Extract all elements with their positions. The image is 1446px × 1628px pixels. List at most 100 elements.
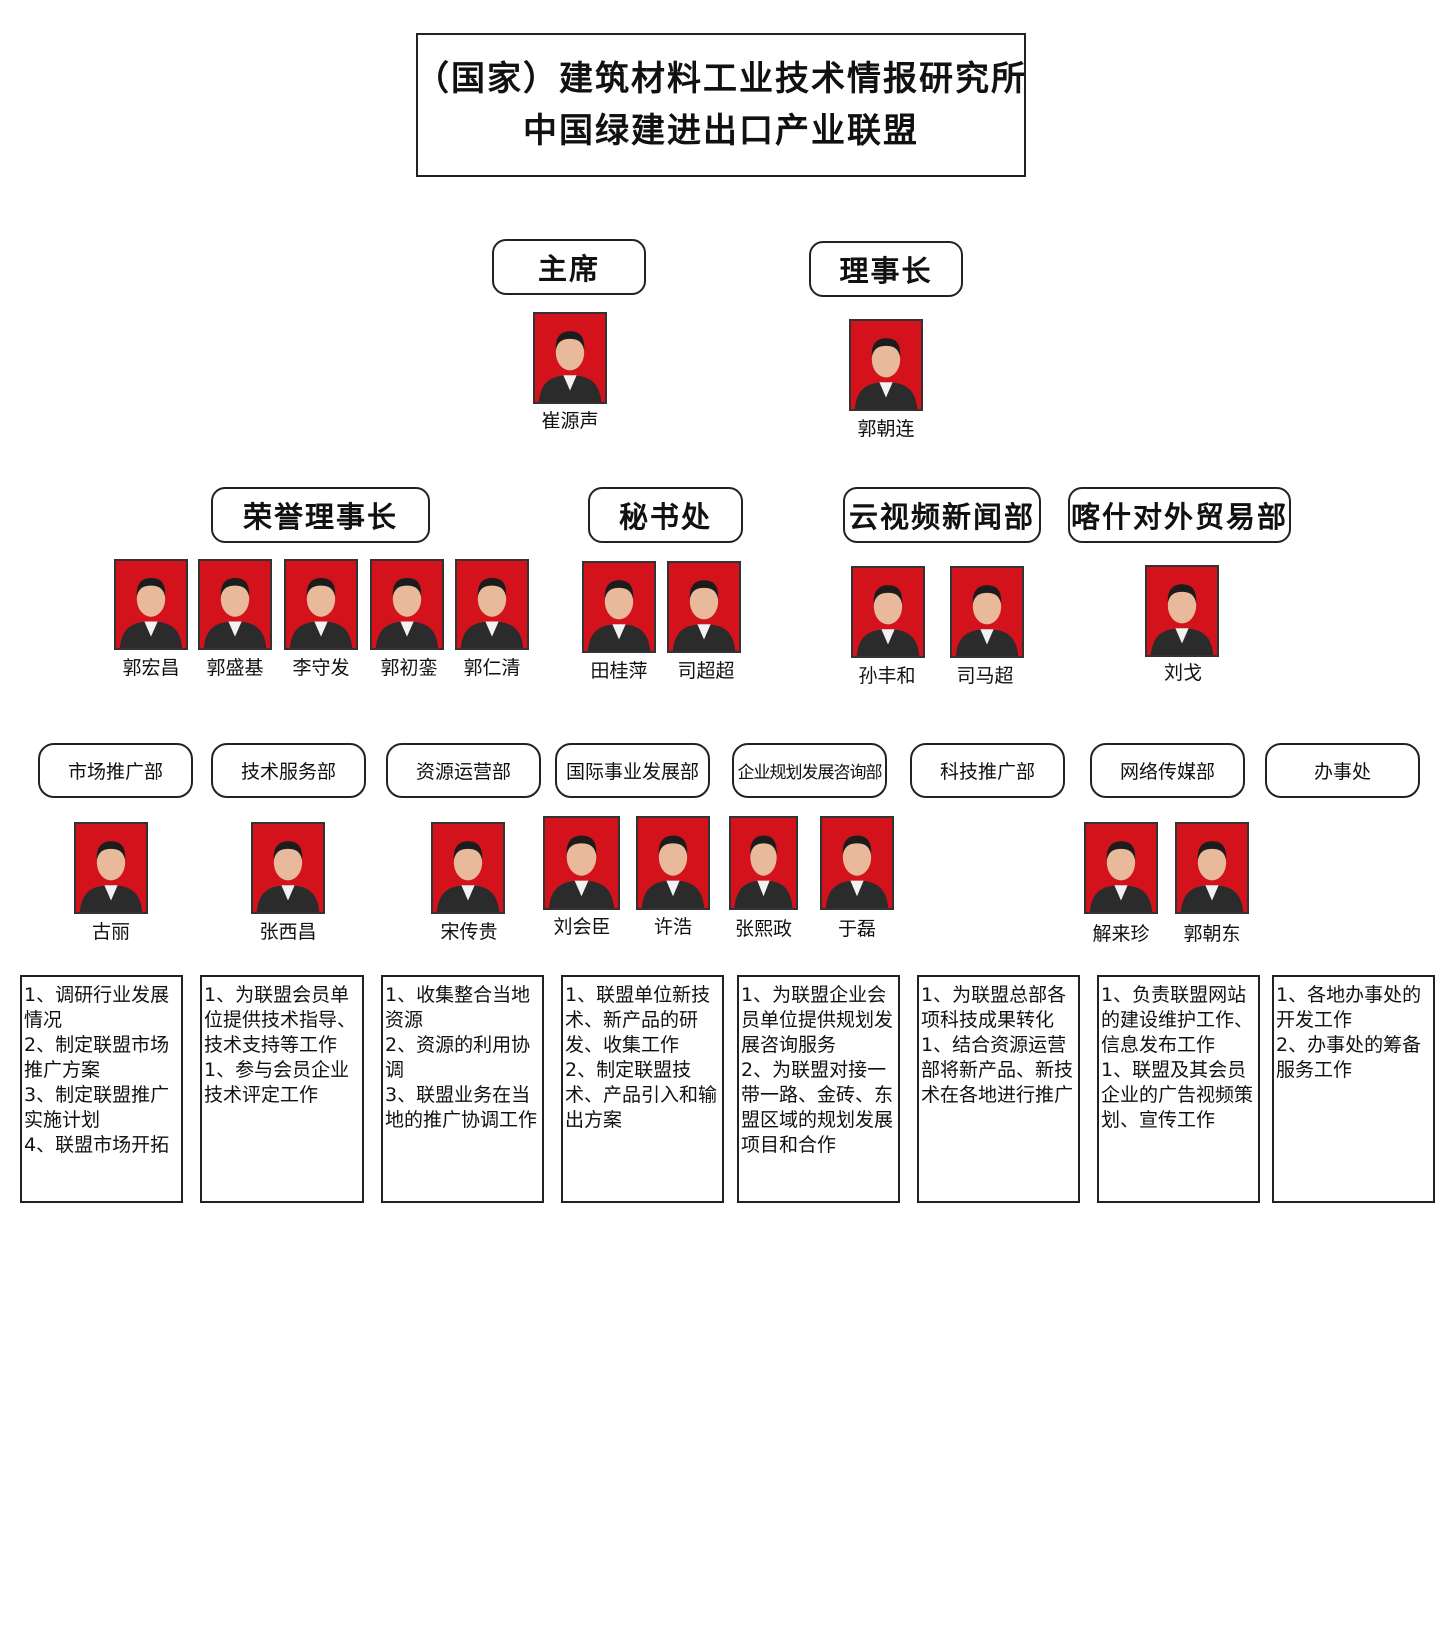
portrait [74, 822, 148, 914]
member-name: 郭盛基 [206, 657, 264, 679]
person-silhouette-icon [538, 331, 602, 402]
person-silhouette-icon [256, 841, 320, 912]
person-silhouette-icon [460, 578, 524, 648]
member-name: 田桂萍 [590, 660, 648, 682]
portrait [1084, 822, 1158, 914]
member-name: 郭仁清 [463, 657, 521, 679]
portrait [851, 566, 925, 658]
header-line-2: 中国绿建进出口产业联盟 [523, 111, 919, 151]
portrait [636, 816, 710, 910]
portrait [455, 559, 529, 650]
dept-network-media: 网络传媒部 [1090, 743, 1245, 798]
duty-item: 2、为联盟对接一带一路、金砖、东盟区域的规划发展项目和合作 [741, 1059, 894, 1156]
member-name: 古丽 [91, 921, 130, 943]
person-silhouette-icon [955, 585, 1019, 656]
member-name: 郭朝连 [857, 418, 915, 440]
dept-international: 国际事业发展部 [555, 743, 710, 798]
duty-item: 4、联盟市场开拓 [24, 1134, 170, 1156]
duty-item: 1、各地办事处的开发工作 [1276, 984, 1422, 1031]
person-silhouette-icon [587, 580, 651, 651]
duty-item: 1、为联盟总部各项科技成果转化 [921, 984, 1067, 1031]
person-silhouette-icon [734, 835, 793, 908]
member-name: 刘会臣 [553, 916, 611, 938]
role-honorary-president: 荣誉理事长 [211, 487, 430, 543]
dept-resource-ops: 资源运营部 [386, 743, 541, 798]
person-silhouette-icon [825, 835, 889, 908]
member-name: 宋传贵 [440, 921, 498, 943]
member-name: 郭宏昌 [122, 657, 180, 679]
duty-item: 2、办事处的筹备服务工作 [1276, 1034, 1422, 1081]
portrait [729, 816, 798, 910]
duties-tech-service: 1、为联盟会员单位提供技术指导、技术支持等工作 1、参与会员企业技术评定工作 [200, 975, 364, 1203]
duties-enterprise-planning: 1、为联盟企业会员单位提供规划发展咨询服务 2、为联盟对接一带一路、金砖、东盟区… [737, 975, 900, 1203]
role-council-president: 理事长 [809, 241, 963, 297]
member-name: 张西昌 [259, 921, 317, 943]
member-name: 郭朝东 [1183, 923, 1241, 945]
person-silhouette-icon [641, 835, 705, 908]
person-silhouette-icon [548, 835, 615, 908]
duty-item: 1、收集整合当地资源 [385, 984, 531, 1031]
member-name: 司马超 [956, 665, 1014, 687]
duty-item: 2、制定联盟市场推广方案 [24, 1034, 170, 1081]
header-line-1: （国家）建筑材料工业技术情报研究所 [415, 59, 1027, 99]
member-name: 张熙政 [734, 918, 792, 940]
duty-item: 1、为联盟会员单位提供技术指导、技术支持等工作 [204, 984, 357, 1056]
member-name: 崔源声 [541, 410, 599, 432]
duty-item: 1、为联盟企业会员单位提供规划发展咨询服务 [741, 984, 894, 1056]
role-chairman: 主席 [492, 239, 646, 295]
member-name: 李守发 [292, 657, 350, 679]
person-silhouette-icon [856, 585, 920, 656]
portrait [582, 561, 656, 653]
member-name: 于磊 [837, 918, 876, 940]
person-silhouette-icon [854, 338, 918, 409]
person-silhouette-icon [1089, 841, 1153, 912]
person-silhouette-icon [1180, 841, 1244, 912]
duty-item: 1、结合资源运营部将新产品、新技术在各地进行推广 [921, 1034, 1074, 1106]
dept-office: 办事处 [1265, 743, 1420, 798]
person-silhouette-icon [436, 841, 500, 912]
duties-market-promotion: 1、调研行业发展情况 2、制定联盟市场推广方案 3、制定联盟推广实施计划 4、联… [20, 975, 183, 1203]
portrait [950, 566, 1024, 658]
member-name: 刘戈 [1163, 662, 1202, 684]
portrait [370, 559, 444, 650]
portrait [533, 312, 607, 404]
duties-resource-ops: 1、收集整合当地资源 2、资源的利用协调 3、联盟业务在当地的推广协调工作 [381, 975, 544, 1203]
duties-sci-tech-promotion: 1、为联盟总部各项科技成果转化 1、结合资源运营部将新产品、新技术在各地进行推广 [917, 975, 1080, 1203]
duties-international: 1、联盟单位新技术、新产品的研发、收集工作 2、制定联盟技术、产品引入和输出方案 [561, 975, 724, 1203]
dept-enterprise-planning: 企业规划发展咨询部 [732, 743, 887, 798]
person-silhouette-icon [203, 578, 267, 648]
portrait [431, 822, 505, 914]
portrait [667, 561, 741, 653]
person-silhouette-icon [79, 841, 143, 912]
duty-item: 1、参与会员企业技术评定工作 [204, 1059, 350, 1106]
portrait [849, 319, 923, 411]
role-kashgar-trade: 喀什对外贸易部 [1068, 487, 1291, 543]
role-secretariat: 秘书处 [588, 487, 743, 543]
portrait [284, 559, 358, 650]
person-silhouette-icon [672, 580, 736, 651]
member-name: 司超超 [677, 660, 735, 682]
chart-header: （国家）建筑材料工业技术情报研究所 中国绿建进出口产业联盟 [415, 33, 1027, 177]
dept-tech-service: 技术服务部 [211, 743, 366, 798]
duty-item: 1、联盟及其会员企业的广告视频策划、宣传工作 [1101, 1059, 1254, 1131]
duty-item: 2、资源的利用协调 [385, 1034, 531, 1081]
portrait [114, 559, 188, 650]
duty-item: 2、制定联盟技术、产品引入和输出方案 [565, 1059, 718, 1131]
portrait [820, 816, 894, 910]
duty-item: 1、联盟单位新技术、新产品的研发、收集工作 [565, 984, 711, 1056]
dept-sci-tech-promotion: 科技推广部 [910, 743, 1065, 798]
person-silhouette-icon [289, 578, 353, 648]
member-name: 解来珍 [1092, 923, 1150, 945]
portrait [543, 816, 620, 910]
duty-item: 3、联盟业务在当地的推广协调工作 [385, 1084, 538, 1131]
person-silhouette-icon [119, 578, 183, 648]
portrait [1145, 565, 1219, 657]
member-name: 许浩 [653, 916, 692, 938]
person-silhouette-icon [1150, 584, 1214, 655]
duty-item: 3、制定联盟推广实施计划 [24, 1084, 170, 1131]
duty-item: 1、调研行业发展情况 [24, 984, 170, 1031]
person-silhouette-icon [375, 578, 439, 648]
member-name: 郭初銮 [380, 657, 438, 679]
portrait [198, 559, 272, 650]
duty-item: 1、负责联盟网站的建设维护工作、信息发布工作 [1101, 984, 1254, 1056]
